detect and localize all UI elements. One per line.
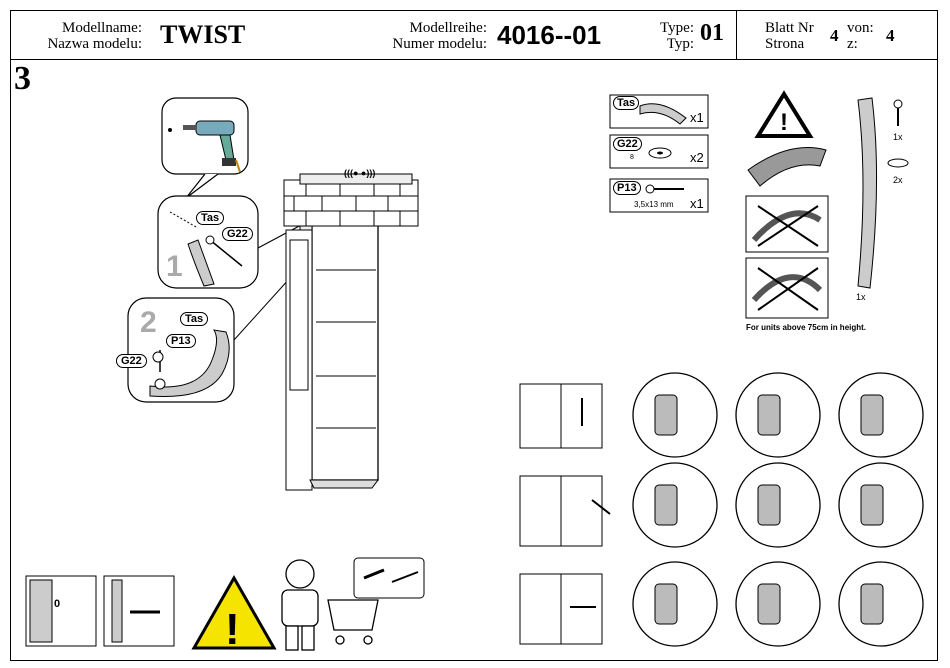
part-detail-p13: 3,5x13 mm: [634, 200, 674, 209]
part-strap-icon: [639, 103, 687, 125]
part-qty-p13: x1: [690, 196, 704, 211]
of-number: 4: [886, 26, 895, 45]
sheet-number: 4: [830, 26, 839, 45]
title-block: [10, 10, 938, 60]
p13-callout-2: P13: [166, 334, 196, 348]
tall-cabinet-drawing: [285, 205, 392, 491]
screw-qty: 1x: [893, 132, 903, 142]
type-number: 01: [700, 20, 724, 46]
hardware-callout: [353, 557, 425, 599]
g22-callout-1: G22: [222, 227, 253, 241]
step-number: 3: [14, 60, 31, 97]
substep-2-number: 2: [140, 306, 157, 339]
model-name: TWIST: [160, 20, 246, 49]
of-label: von:z:: [847, 20, 874, 52]
drill-icon: [168, 120, 241, 173]
caution-triangle-icon: [191, 574, 277, 650]
warning-panel: !: [745, 90, 909, 319]
part-code-g22: G22: [613, 137, 642, 151]
strap-icon: [187, 239, 215, 287]
wall-detail-label: 0: [54, 598, 61, 610]
worker-with-cart-icon: [281, 559, 379, 651]
part-qty-g22: x2: [690, 150, 704, 165]
strap-qty: 1x: [856, 292, 866, 302]
g22-callout-2: G22: [116, 354, 147, 368]
header-divider: [736, 10, 737, 60]
screw-icon: [893, 99, 903, 126]
long-strap-icon: [857, 97, 878, 289]
part-code-p13: P13: [613, 181, 641, 195]
substep-1-number: 1: [166, 250, 183, 283]
screw-icon: [205, 235, 243, 267]
washer-icon: [887, 158, 909, 168]
part-detail-g22: 8: [630, 154, 634, 161]
drill-marks-icon: (((● ●))): [344, 168, 375, 178]
series-label: Modellreihe:Numer modelu:: [392, 20, 487, 52]
svg-text:!: !: [780, 109, 788, 136]
hinge-adjustment-grid: [519, 372, 924, 647]
tas-callout-2: Tas: [180, 312, 209, 326]
warning-triangle-icon: [754, 90, 814, 138]
height-note: For units above 75cm in height.: [746, 323, 867, 332]
strap-mounted-icon: [149, 329, 230, 397]
model-name-label: Modellname:Nazwa modelu:: [47, 20, 142, 52]
brick-wall: [283, 173, 419, 227]
part-qty-tas: x1: [690, 110, 704, 125]
exclamation-icon: !: [225, 605, 240, 654]
part-screw-icon: [645, 184, 684, 194]
type-label: Type:Typ:: [660, 20, 694, 52]
series-number: 4016--01: [497, 20, 602, 50]
page-frame: [10, 10, 938, 661]
tas-callout-1: Tas: [196, 211, 225, 225]
part-code-tas: Tas: [613, 96, 640, 110]
washer-qty: 2x: [893, 175, 903, 185]
